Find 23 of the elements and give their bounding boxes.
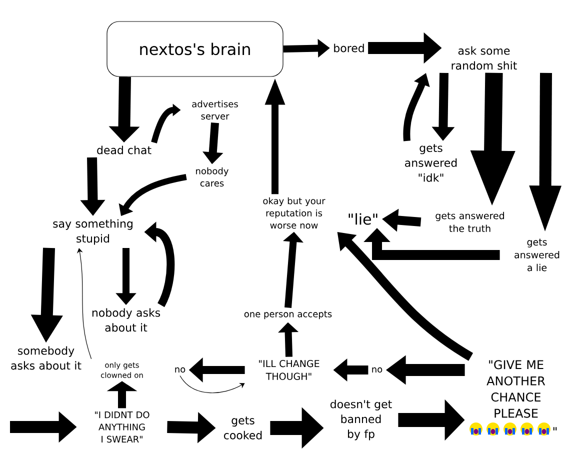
step-text: gets answered a lie — [514, 238, 560, 272]
step-text: bored — [334, 44, 364, 52]
step-text: nobody asks about it — [92, 308, 160, 332]
step-text: somebody asks about it — [11, 346, 82, 370]
step-text: "lie" — [348, 213, 378, 225]
step-text: say something stupid — [53, 219, 132, 245]
step-text: one person accepts — [244, 310, 332, 320]
step-text: "GIVE ME ANOTHER CHANCE PLEASE " — [486, 360, 557, 430]
step-text: no — [372, 367, 382, 373]
brain-box: nextos's brain — [106, 21, 284, 77]
step-text: nobody cares — [196, 167, 228, 187]
arrow — [180, 375, 245, 394]
step-text: gets answered "idk" — [405, 144, 457, 182]
step-text: no — [175, 367, 186, 373]
step-text: doesn't get banned by fp — [330, 400, 392, 440]
step-text: gets answered the truth — [436, 212, 504, 232]
step-text: advertises server — [192, 100, 238, 120]
step-text: gets cooked — [224, 416, 262, 440]
step-text: "I DIDNT DO ANYTHING I SWEAR" — [95, 411, 150, 443]
step-text: "ILL CHANGE THOUGH" — [259, 360, 320, 380]
step-text: dead chat — [97, 146, 152, 154]
step-text: ask some random shit — [452, 46, 517, 70]
step-text: okay but your reputation is worse now — [263, 197, 326, 229]
